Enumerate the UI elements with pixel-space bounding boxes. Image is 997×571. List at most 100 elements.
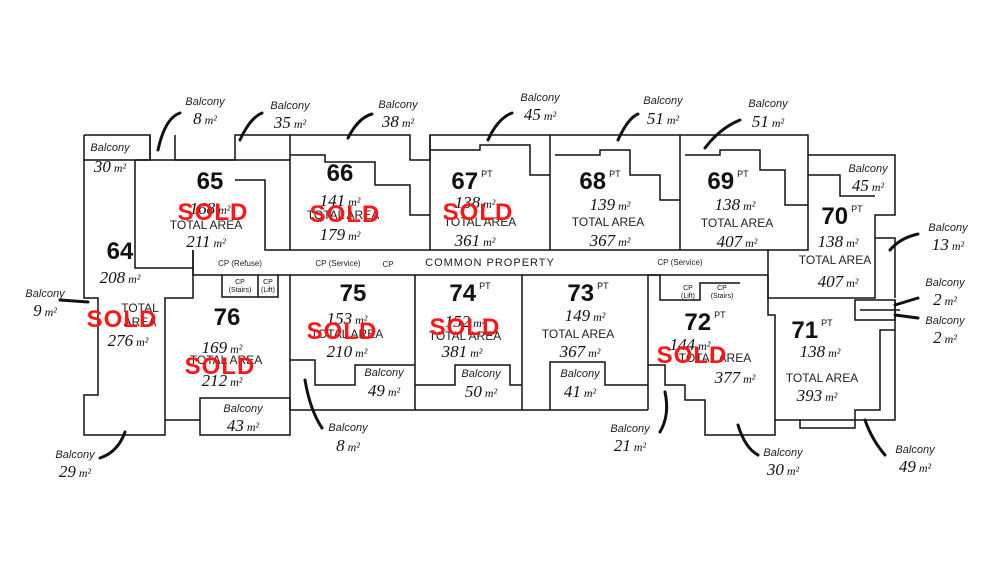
balcony-label: Balcony [928, 222, 968, 234]
balcony-label: Balcony [925, 277, 965, 289]
unit-65-total-label: TOTAL AREA [169, 218, 243, 232]
unit-76-total-label: TOTAL AREA [189, 353, 263, 367]
cp-lift-label: CP [683, 285, 693, 292]
unit-64-number: 64 [106, 238, 134, 265]
unit-65-number: 65 [196, 168, 224, 195]
balcony-label: Balcony [328, 422, 368, 434]
cp-lift-box: CP(Lift) [261, 279, 275, 294]
cp-refuse-label: CP (Refuse) [218, 259, 262, 268]
cp-lift-box: CP(Lift) [681, 285, 695, 300]
cp-lift-sub: (Lift) [261, 286, 275, 294]
cp-stairs-box: CP(Stairs) [229, 279, 252, 294]
balcony-label: Balcony [461, 368, 501, 380]
cp-service-label: CP (Service) [315, 259, 361, 268]
balcony-label: Balcony [223, 403, 263, 415]
unit-75-sold-badge: SOLD [306, 318, 378, 345]
cp-stairs-box: CP(Stairs) [711, 285, 734, 300]
unit-64-total-label: TOTAL [121, 301, 159, 315]
unit-69-total-label: TOTAL AREA [700, 216, 774, 230]
balcony-label: Balcony [520, 92, 560, 104]
balcony-label: Balcony [560, 368, 600, 380]
cp-stairs-sub: (Stairs) [228, 286, 252, 294]
unit-74-total-label: TOTAL AREA [428, 329, 502, 343]
balcony-label: Balcony [895, 444, 935, 456]
cp-stairs-sub: (Stairs) [710, 292, 734, 300]
unit-76-sold-badge: SOLD [184, 353, 256, 380]
balcony-label: Balcony [378, 99, 418, 111]
balcony-label: Balcony [185, 96, 225, 108]
balcony-label: Balcony [748, 98, 788, 110]
unit-72-sold-badge: SOLD [656, 342, 728, 369]
balcony-label: Balcony [25, 288, 65, 300]
unit-67-sold-badge: SOLD [442, 199, 514, 226]
unit-71-total-label: TOTAL AREA [785, 371, 859, 385]
unit-74-sold-badge: SOLD [429, 314, 501, 341]
balcony-label: Balcony [364, 367, 404, 379]
balcony-label: Balcony [55, 449, 95, 461]
unit-67-total-label: TOTAL AREA [443, 215, 517, 229]
unit-75-number: 75 [339, 280, 367, 307]
cp-lift-sub: (Lift) [681, 292, 695, 300]
unit-70-total-label: TOTAL AREA [798, 253, 872, 267]
cp-service-label: CP (Service) [657, 258, 703, 267]
cp-lift-label: CP [263, 279, 273, 286]
balcony-label: Balcony [848, 163, 888, 175]
unit-66-total-label: TOTAL AREA [306, 208, 380, 222]
cp-stairs-label: CP [235, 279, 245, 286]
unit-75-total-label: TOTAL AREA [310, 327, 384, 341]
balcony-label: Balcony [90, 142, 130, 154]
unit-76-number: 76 [213, 304, 241, 331]
unit-65-sold-badge: SOLD [177, 199, 249, 226]
balcony-label: Balcony [643, 95, 683, 107]
common-property-label: COMMON PROPERTY [425, 257, 555, 269]
balcony-label: Balcony [925, 315, 965, 327]
unit-64-sold-badge: SOLD [86, 306, 158, 333]
